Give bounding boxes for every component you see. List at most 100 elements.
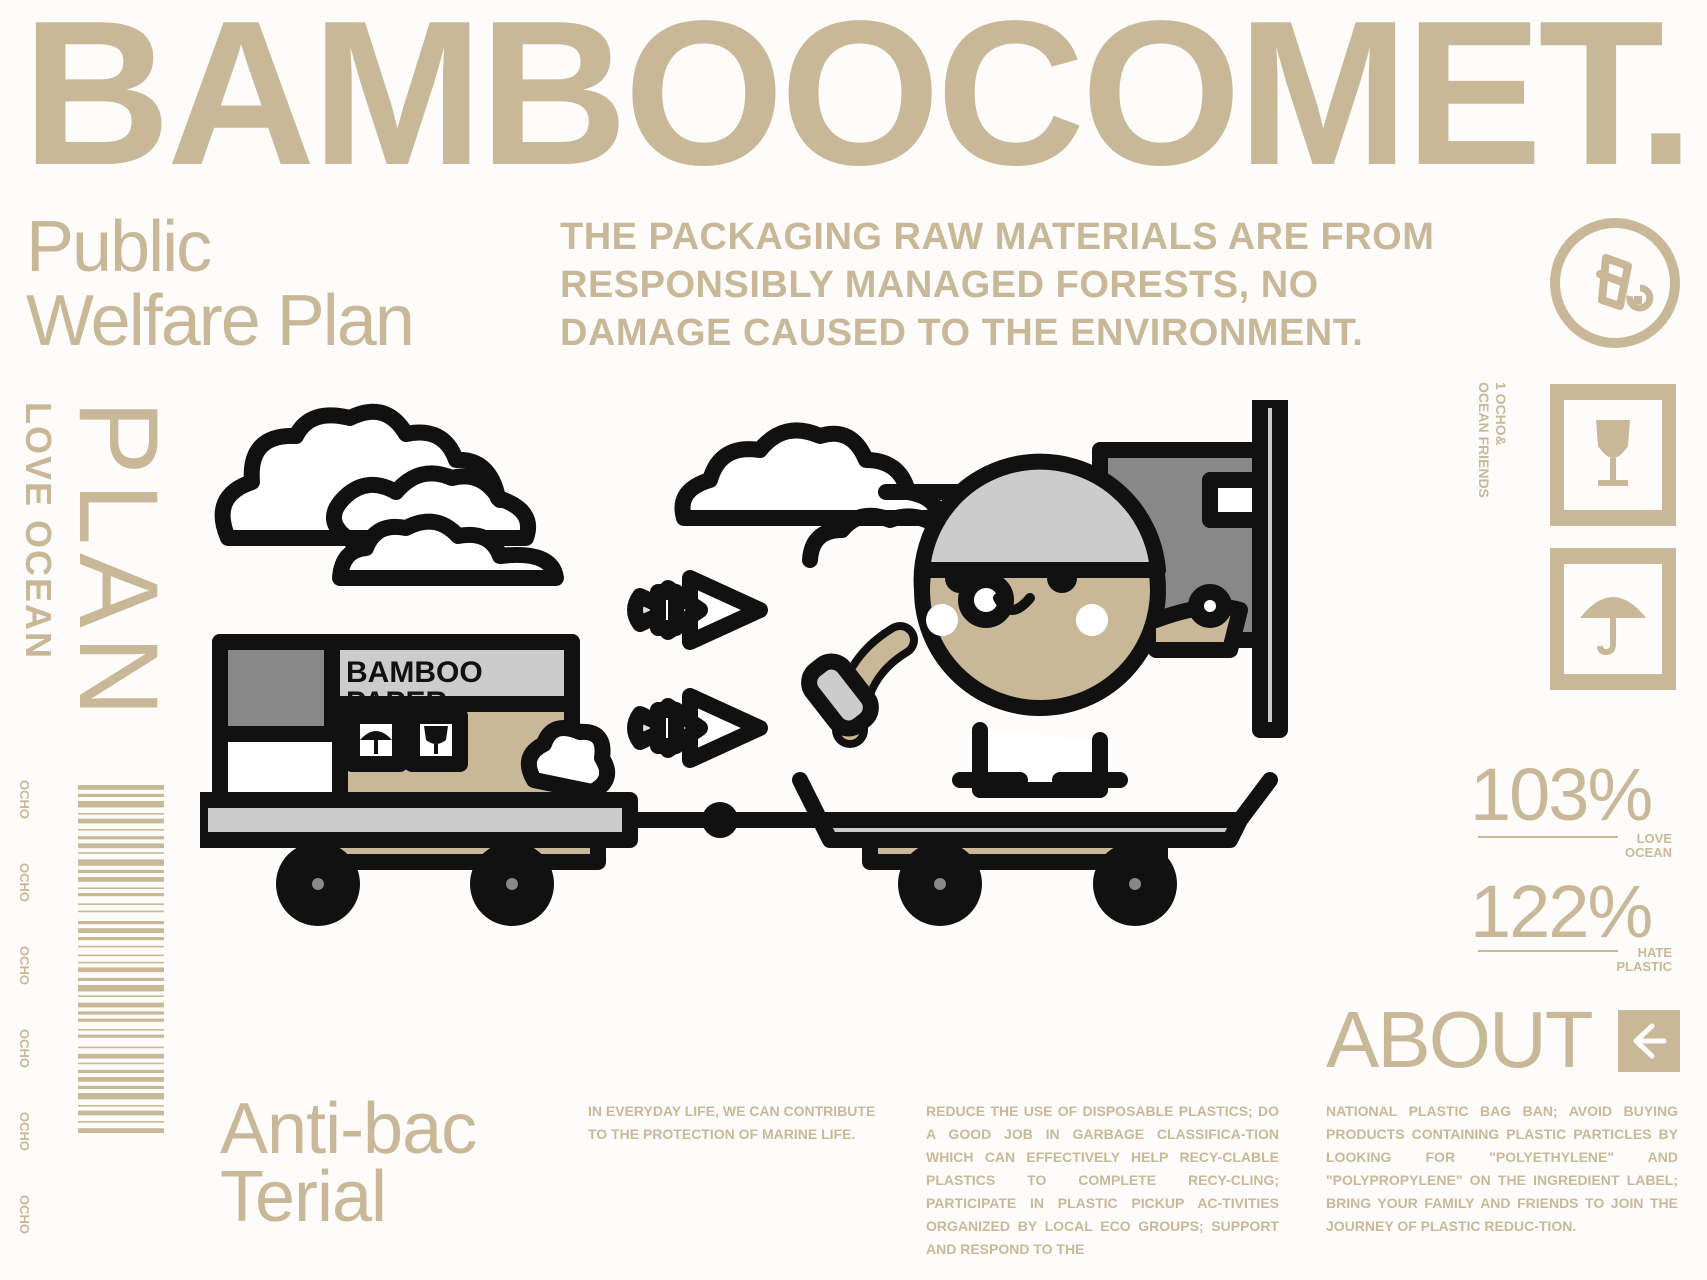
barcode-bar — [78, 1046, 164, 1049]
barcode-bar — [78, 1053, 164, 1059]
ocho-label: OCHO — [17, 1029, 32, 1068]
mascot-cheek — [926, 604, 958, 636]
skateboard — [792, 772, 1278, 926]
ocho-label: OCHO — [17, 1112, 32, 1151]
barcode-bar — [78, 985, 164, 992]
subtitle-line1: Public — [26, 207, 212, 287]
barcode-bar — [78, 928, 164, 933]
barcode-bar — [78, 954, 164, 957]
barcode-bar — [78, 945, 164, 948]
text-column-1: IN EVERYDAY LIFE, WE CAN CONTRIBUTE TO T… — [588, 1103, 876, 1142]
antibac-line2: Terial — [220, 1157, 387, 1237]
barcode-bar — [78, 1002, 164, 1008]
headline: THE PACKAGING RAW MATERIALS ARE FROM RES… — [560, 213, 1434, 357]
fragile-glass-icon — [1550, 384, 1676, 526]
barcode-bar — [78, 801, 164, 808]
barcode-bar — [78, 1077, 164, 1082]
barcode-bar — [78, 1105, 164, 1107]
barcode-bar — [78, 1034, 164, 1038]
keep-dry-umbrella-icon — [1550, 548, 1676, 690]
headline-line2: RESPONSIBLY MANAGED FORESTS, NO — [560, 264, 1319, 306]
ocho-label: OCHO — [17, 946, 32, 985]
brand-title: BAMBOOCOMET. — [22, 0, 1695, 208]
fish-icon — [627, 570, 768, 650]
barcode-bar — [78, 829, 164, 831]
text-column-2: REDUCE THE USE OF DISPOSABLE PLASTICS; D… — [926, 1103, 1279, 1257]
stat-rule — [1478, 836, 1618, 838]
illustration: BAMBOO PAPER. — [200, 400, 1288, 926]
antibac-heading: Anti-bac Terial — [220, 1089, 477, 1237]
barcode-bar — [78, 836, 164, 840]
barcode-bar — [78, 977, 164, 981]
text-column-3: NATIONAL PLASTIC BAG BAN; AVOID BUYING P… — [1326, 1103, 1678, 1234]
back-arrow-icon[interactable] — [1618, 1010, 1680, 1072]
barcode-bar — [78, 1018, 164, 1022]
barcode-bar — [78, 785, 164, 790]
truck-sign-line2: PAPER. — [346, 686, 455, 719]
barcode-bar — [78, 1110, 164, 1116]
barcode-bar — [78, 893, 164, 897]
barcode-bar — [78, 1121, 164, 1123]
friends-line1: 1 OCHO& — [1493, 382, 1509, 446]
skater-mascot — [801, 453, 1248, 798]
barcode-bar — [78, 793, 164, 797]
recycle-cup-icon — [1550, 218, 1680, 348]
barcode-bar — [78, 843, 164, 849]
antibac-line1: Anti-bac — [220, 1089, 477, 1169]
keep-dry-umbrella-icon — [360, 731, 392, 740]
ocho-label: OCHO — [17, 863, 32, 902]
headline-line1: THE PACKAGING RAW MATERIALS ARE FROM — [560, 216, 1435, 258]
barcode-bar — [78, 1093, 164, 1100]
stat-rule — [1478, 950, 1618, 952]
stat-label-line: PLASTIC — [1616, 959, 1672, 974]
barcode-bar — [78, 1128, 164, 1133]
stat-hate-plastic-value: 122% — [1470, 870, 1653, 953]
barcode-bar — [78, 1085, 164, 1089]
barcode-bar — [78, 1062, 164, 1065]
barcode-bar — [78, 903, 164, 905]
barcode-bar — [78, 1069, 164, 1073]
fragile-glass-icon — [424, 726, 448, 744]
barcode-bar — [78, 995, 164, 997]
headline-line3: DAMAGE CAUSED TO THE ENVIRONMENT. — [560, 312, 1364, 354]
barcode-bar — [78, 869, 164, 873]
umbrella-handle — [374, 738, 378, 754]
truck-illustration — [200, 634, 828, 926]
friends-line2: OCEAN FRIENDS — [1476, 382, 1492, 498]
barcode-bar — [78, 967, 164, 973]
barcode-bar — [78, 910, 164, 913]
barcode-bar — [78, 961, 164, 964]
love-ocean-vertical-text: LOVE OCEAN — [18, 402, 59, 661]
barcode-bar — [78, 852, 164, 854]
barcode-bar — [78, 813, 164, 815]
barcode-bar — [78, 1029, 164, 1031]
subtitle-line2: Welfare Plan — [26, 281, 415, 361]
stat-love-ocean-label: LOVE OCEAN — [1540, 832, 1672, 860]
about-label[interactable]: ABOUT — [1326, 995, 1594, 1084]
barcode-bar — [78, 921, 164, 925]
barcode-bar — [78, 887, 164, 889]
barcode-bar — [78, 1011, 164, 1015]
plan-vertical-text: PLAN — [56, 400, 181, 725]
stat-label-line: LOVE — [1636, 831, 1672, 846]
ocho-label: OCHO — [17, 1195, 32, 1234]
stat-label-line: HATE — [1637, 945, 1672, 960]
barcode-bar — [78, 937, 164, 941]
barcode-bar — [78, 877, 164, 882]
glass-stem — [434, 744, 438, 754]
subtitle: Public Welfare Plan — [26, 207, 415, 361]
barcode — [78, 785, 164, 1133]
mascot-cheek — [1076, 604, 1108, 636]
ocho-column: OCHO OCHO OCHO OCHO OCHO OCHO — [17, 780, 32, 1278]
stat-hate-plastic-label: HATE PLASTIC — [1540, 946, 1672, 974]
stat-love-ocean-value: 103% — [1470, 753, 1653, 836]
truck-sign-line1: BAMBOO — [346, 656, 483, 689]
barcode-bar — [78, 859, 164, 866]
barcode-bar — [78, 818, 164, 824]
stat-label-line: OCEAN — [1625, 845, 1672, 860]
fish-icon — [627, 688, 768, 768]
ocho-label: OCHO — [17, 780, 32, 819]
cloud-icon — [332, 513, 564, 586]
cloud-icon — [214, 403, 536, 548]
ocean-friends-vertical-text: 1 OCHO& OCEAN FRIENDS — [1475, 382, 1509, 498]
